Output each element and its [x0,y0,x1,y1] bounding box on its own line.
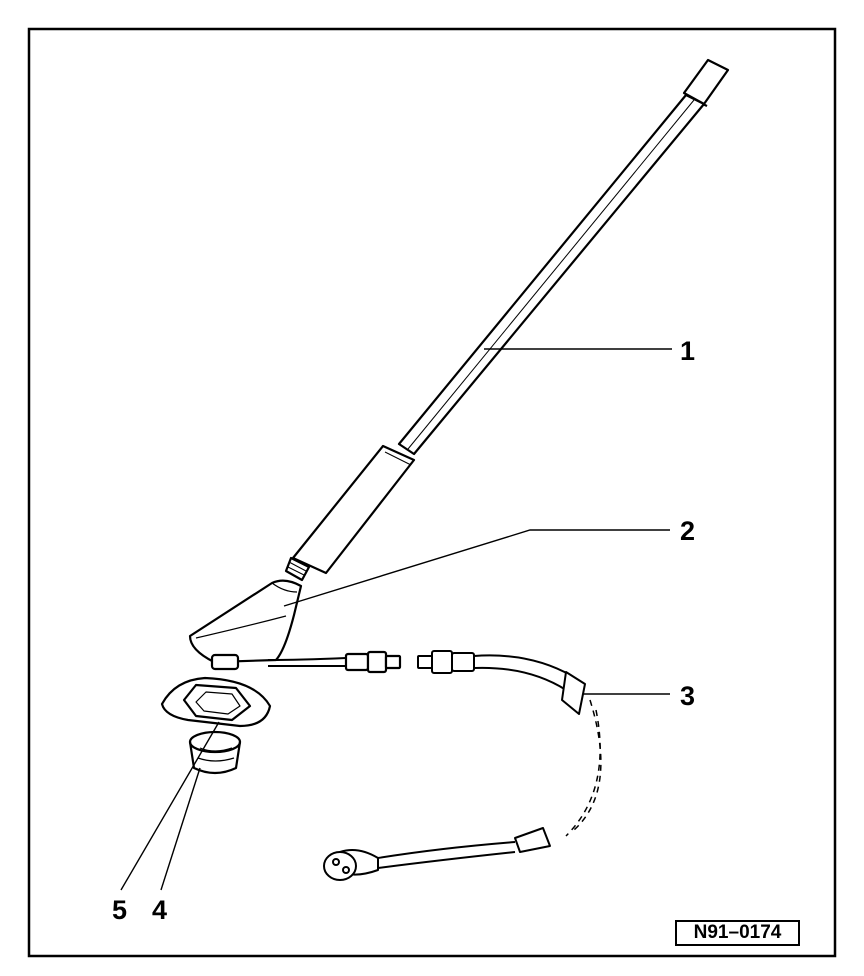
leader-line-2 [283,529,670,607]
figure-id-label: N91–0174 [675,920,800,946]
callout-3: 3 [680,681,696,711]
callout-5: 5 [112,895,128,925]
diagram-border [27,27,837,958]
antenna-cable [323,650,602,881]
callout-1: 1 [680,336,696,366]
antenna-mast [284,58,730,582]
threaded-nut [188,730,242,775]
callout-4: 4 [152,895,168,925]
leader-line-4 [160,767,201,891]
gasket [160,676,272,728]
leader-line-5 [120,721,220,891]
callout-2: 2 [680,516,696,546]
antenna-base [188,579,402,674]
leader-lines [120,348,672,891]
